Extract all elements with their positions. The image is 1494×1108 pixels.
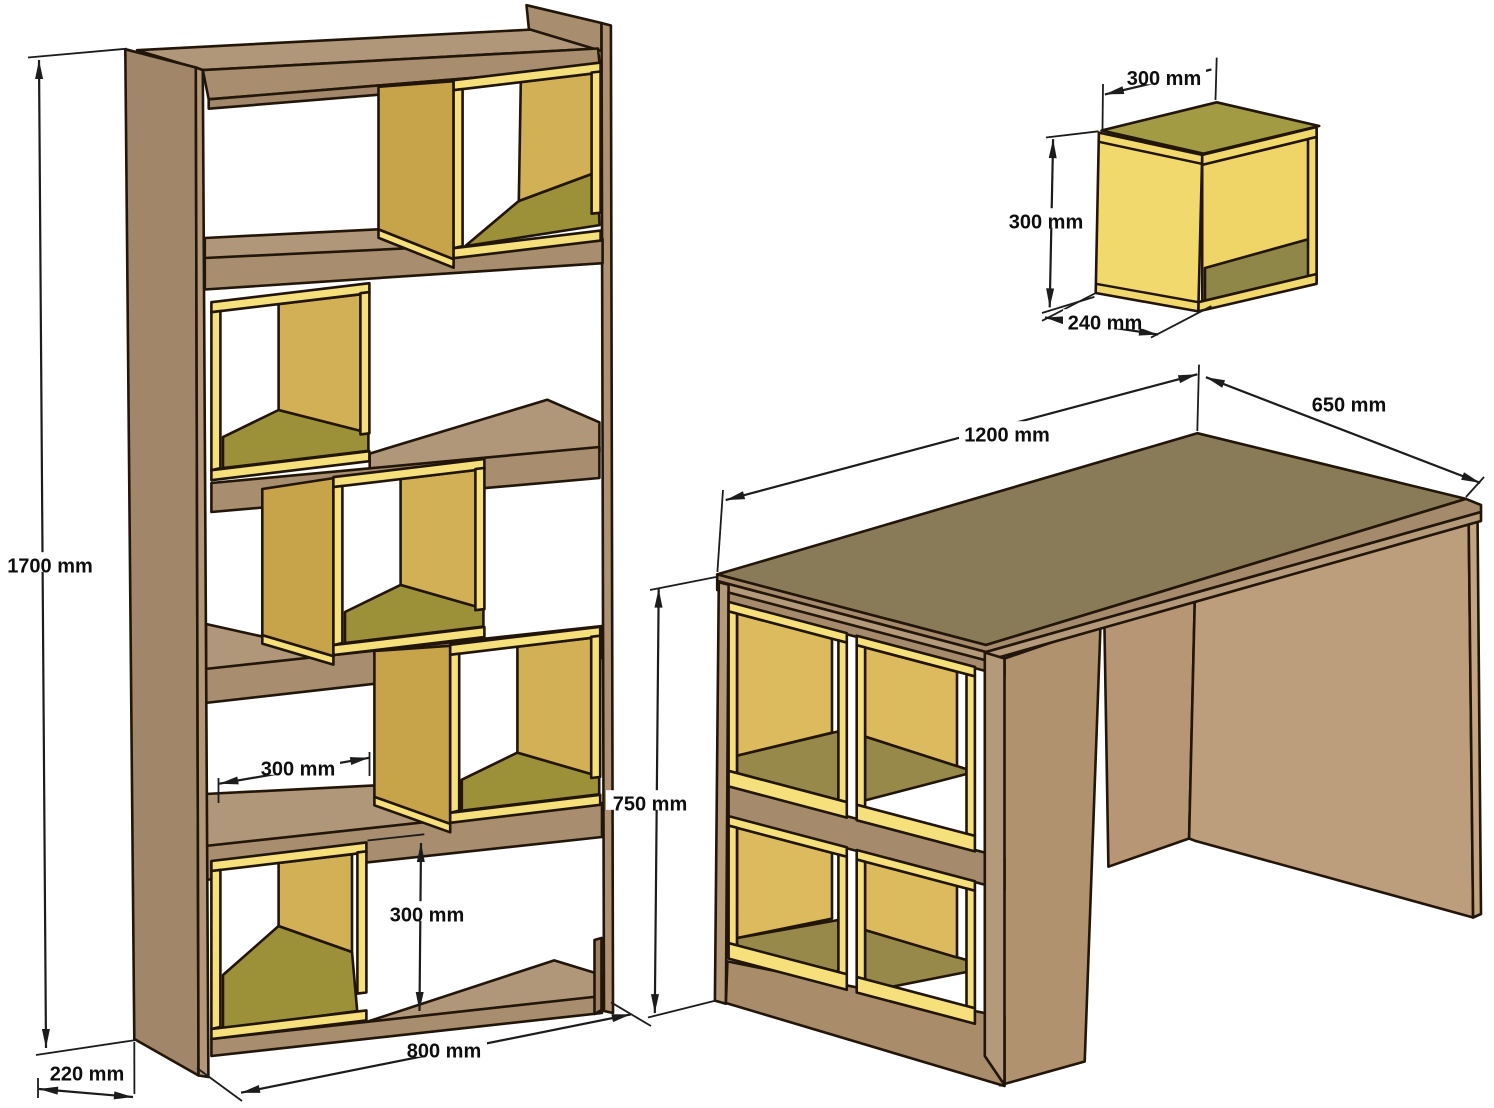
svg-text:1200 mm: 1200 mm bbox=[964, 424, 1050, 446]
svg-text:750 mm: 750 mm bbox=[613, 793, 688, 815]
svg-text:300 mm: 300 mm bbox=[1009, 211, 1084, 233]
svg-text:300 mm: 300 mm bbox=[261, 758, 336, 780]
svg-text:800 mm: 800 mm bbox=[407, 1040, 482, 1062]
svg-text:300 mm: 300 mm bbox=[1127, 68, 1202, 90]
svg-text:1700 mm: 1700 mm bbox=[7, 555, 93, 577]
svg-text:220 mm: 220 mm bbox=[50, 1063, 125, 1085]
svg-text:650 mm: 650 mm bbox=[1312, 394, 1387, 416]
svg-text:300 mm: 300 mm bbox=[390, 904, 465, 926]
svg-text:240 mm: 240 mm bbox=[1068, 312, 1143, 334]
